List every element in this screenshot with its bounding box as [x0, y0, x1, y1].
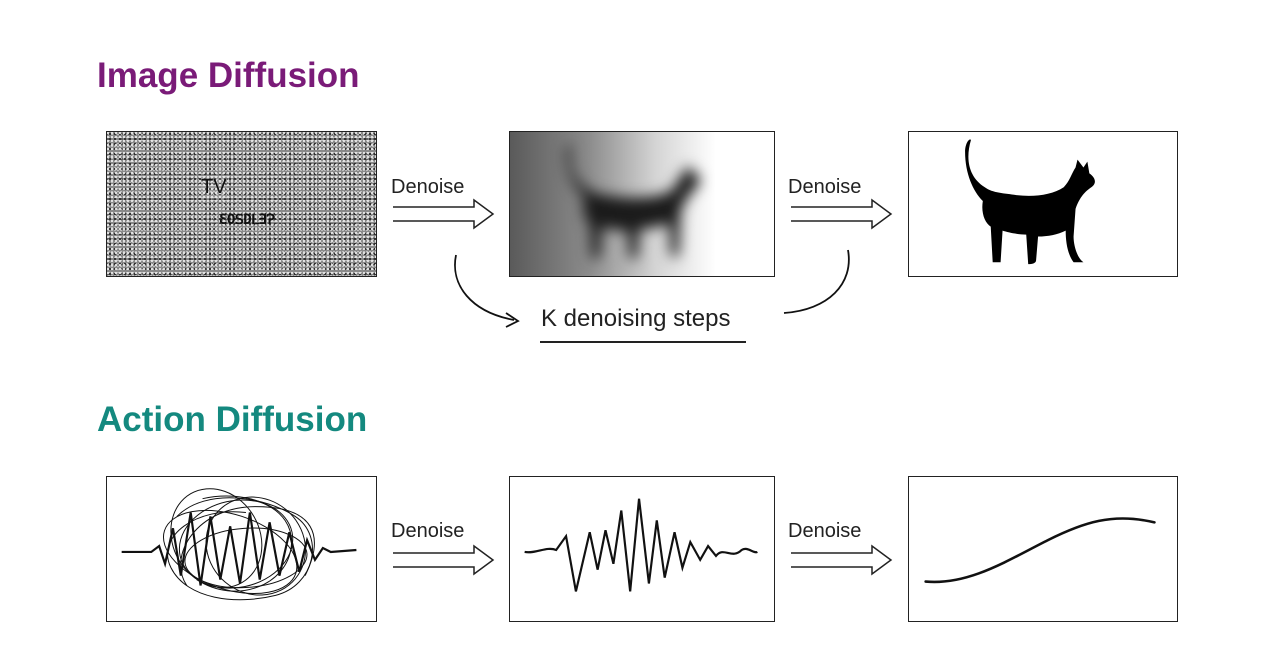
smooth-trajectory-icon	[909, 477, 1177, 621]
loop-arrow-left-icon	[446, 250, 536, 330]
image-denoise-label-1: Denoise	[391, 176, 464, 199]
noise-garbled-text: ƐOꓢDꓡƎɁ	[219, 212, 274, 228]
image-diffusion-title: Image Diffusion	[97, 56, 360, 96]
k-denoising-steps-label: K denoising steps	[541, 305, 730, 333]
smooth-action-panel	[908, 476, 1178, 622]
cat-silhouette-icon	[909, 132, 1177, 276]
loop-arrow-right-icon	[778, 246, 858, 318]
action-denoise-label-1: Denoise	[391, 520, 464, 543]
partially-denoised-action-panel	[509, 476, 775, 622]
action-denoise-arrow-1-icon	[392, 544, 496, 576]
blurred-cat-panel	[509, 131, 775, 277]
oscillating-signal-icon	[510, 477, 774, 621]
noise-image-panel: TV ƐOꓢDꓡƎɁ	[106, 131, 377, 277]
clean-cat-panel	[908, 131, 1178, 277]
action-denoise-arrow-2-icon	[790, 544, 894, 576]
image-denoise-arrow-2-icon	[790, 198, 894, 230]
blurred-cat-icon	[510, 132, 774, 276]
image-denoise-arrow-1-icon	[392, 198, 496, 230]
image-denoise-label-2: Denoise	[788, 176, 861, 199]
steps-underline	[540, 341, 746, 343]
action-diffusion-title: Action Diffusion	[97, 400, 367, 440]
tangled-trajectory-icon	[107, 477, 376, 621]
noisy-action-panel	[106, 476, 377, 622]
noise-tv-text: TV	[201, 176, 227, 199]
action-denoise-label-2: Denoise	[788, 520, 861, 543]
